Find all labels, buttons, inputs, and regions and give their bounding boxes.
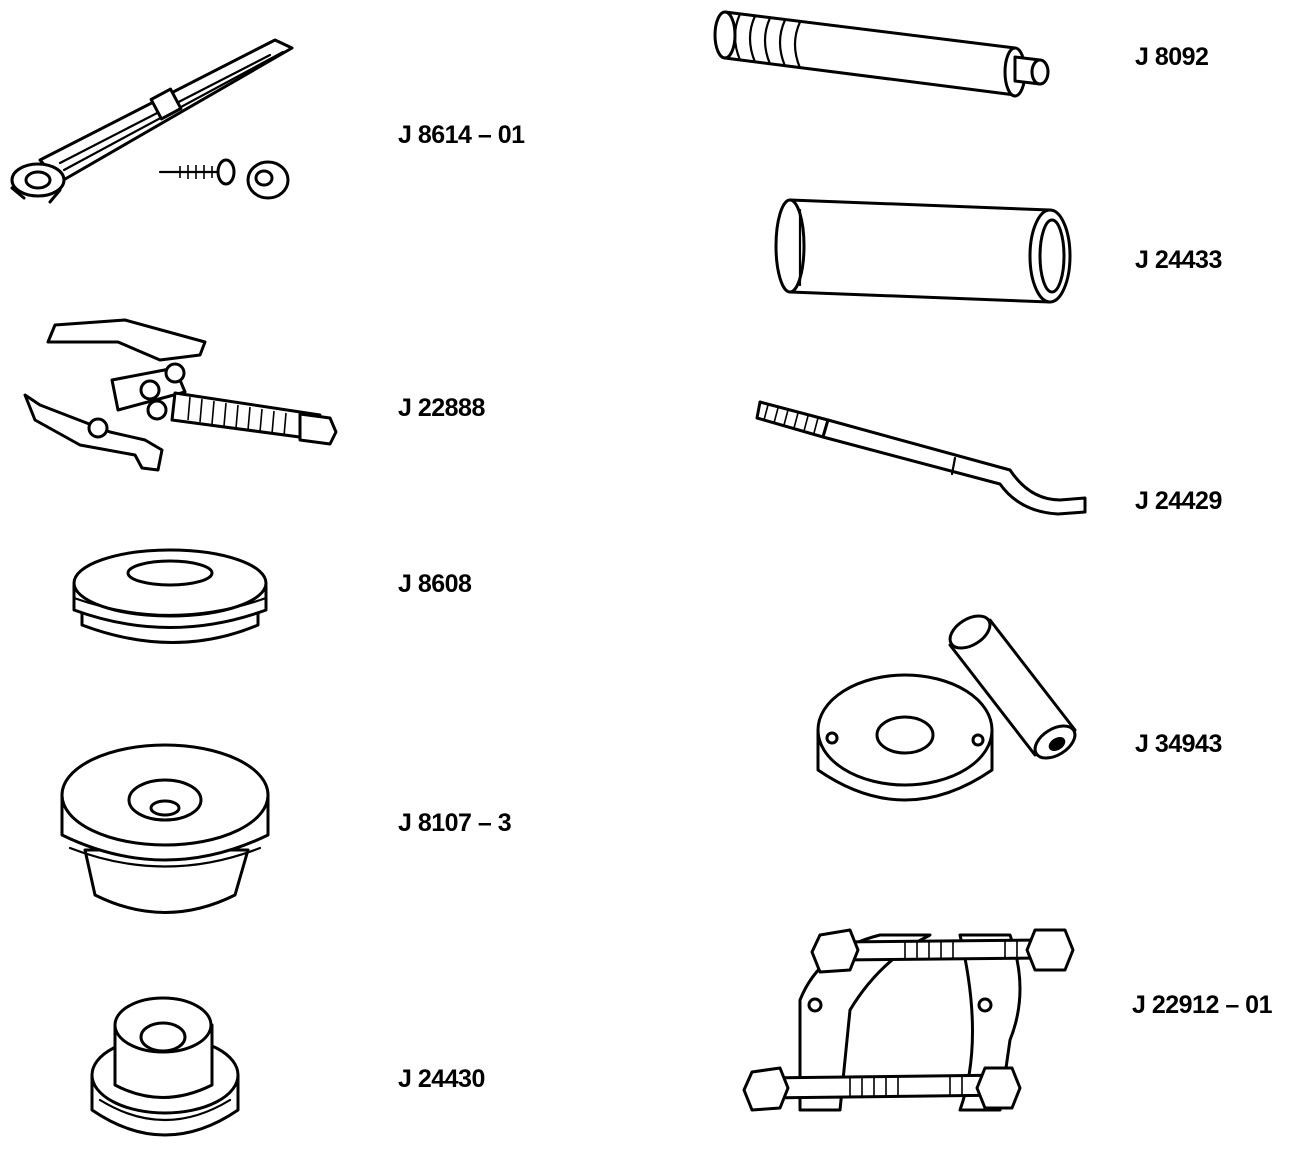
tool-label-j-34943: J 34943 (1135, 730, 1222, 758)
tool-label-j-8107-3: J 8107 – 3 (398, 809, 512, 837)
bearing-separator-icon (742, 928, 1075, 1112)
tool-label-j-22912-01: J 22912 – 01 (1132, 991, 1272, 1019)
tool-label-j-8608: J 8608 (398, 570, 472, 598)
sleeve-installer-icon (774, 198, 1072, 304)
bearing-installer-icon (72, 548, 268, 644)
gear-puller-icon (23, 318, 338, 472)
tool-label-j-24430: J 24430 (398, 1065, 485, 1093)
tool-label-j-22888: J 22888 (398, 394, 485, 422)
seal-remover-icon (755, 400, 1087, 516)
race-installer-set-icon (816, 614, 1077, 802)
flange-holder-wrench-icon (10, 38, 294, 204)
tool-label-j-24429: J 24429 (1135, 487, 1222, 515)
tool-label-j-8092: J 8092 (1135, 43, 1209, 71)
tool-label-j-8614-01: J 8614 – 01 (398, 121, 525, 149)
driver-handle-icon (713, 10, 1050, 98)
seal-installer-icon (90, 996, 240, 1137)
bearing-installer-large-icon (60, 743, 270, 914)
tool-label-j-24433: J 24433 (1135, 246, 1222, 274)
